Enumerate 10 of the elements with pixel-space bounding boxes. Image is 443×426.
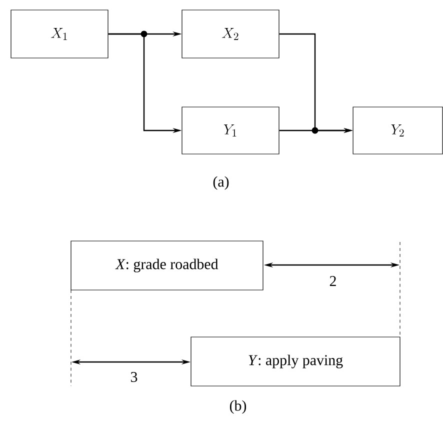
- caption-label: 3: [131, 372, 138, 382]
- activity-box: Y: apply paving: [190, 336, 400, 386]
- activity-box: $Y_1$: [182, 106, 280, 154]
- caption-label: 2: [330, 276, 336, 286]
- activity-box: $Y_2$: [352, 106, 443, 154]
- caption-label: (b): [230, 400, 246, 414]
- activity-box: $X_2$: [182, 10, 280, 58]
- caption-label: (a): [213, 176, 229, 190]
- activity-box: X: grade roadbed: [70, 240, 264, 290]
- activity-box: $X_1$: [10, 10, 108, 58]
